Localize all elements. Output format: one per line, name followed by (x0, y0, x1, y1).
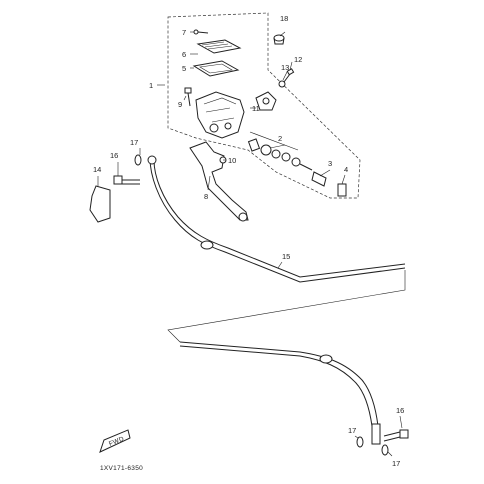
callout-17-lower-a: 17 (348, 426, 356, 435)
reservoir-plug (273, 34, 285, 45)
hose-break-line (167, 270, 406, 343)
lever-cover (89, 185, 111, 223)
callout-5: 5 (182, 64, 186, 73)
copper-washer-lower-b (381, 444, 389, 456)
callout-17-upper: 17 (130, 138, 138, 147)
mounting-bolt (184, 87, 192, 107)
callout-3: 3 (328, 159, 332, 168)
callout-18: 18 (280, 14, 288, 23)
callout-7: 7 (182, 28, 186, 37)
holder-bracket (255, 91, 277, 111)
callout-16-lower: 16 (396, 406, 404, 415)
union-bolt-lower (383, 429, 409, 442)
callout-16-upper: 16 (110, 151, 118, 160)
callout-6: 6 (182, 50, 186, 59)
copper-washer-upper (134, 154, 142, 166)
master-cylinder-body (195, 91, 245, 139)
fwd-arrow-icon: FWD (99, 429, 131, 453)
cap-screw (193, 29, 209, 35)
callout-4: 4 (344, 165, 348, 174)
clutch-hose-lower (179, 341, 381, 445)
clutch-switch (311, 171, 327, 187)
callout-9: 9 (178, 100, 182, 109)
drawing-code: 1XV171-6350 (100, 465, 143, 472)
union-bolt-upper (113, 175, 140, 185)
leader-lines (97, 31, 403, 457)
reservoir-cap (196, 39, 242, 54)
callout-8: 8 (204, 192, 208, 201)
assembly-boundary-dashed (167, 12, 361, 199)
callout-2: 2 (278, 134, 282, 143)
callout-11: 11 (252, 104, 260, 113)
piston-kit (247, 131, 313, 171)
callout-17-lower-b: 17 (392, 459, 400, 468)
switch-boot (337, 183, 347, 197)
callout-12: 12 (294, 55, 302, 64)
callout-13: 13 (281, 63, 289, 72)
bracket-screw (283, 68, 295, 83)
callout-15: 15 (282, 252, 290, 261)
copper-washer-lower-a (356, 436, 364, 448)
clutch-hose-upper (147, 155, 406, 283)
callout-1: 1 (149, 81, 153, 90)
washer-13 (278, 80, 286, 88)
callout-14: 14 (93, 165, 101, 174)
callout-10: 10 (228, 156, 236, 165)
reservoir-diaphragm (192, 60, 240, 77)
clutch-lever (189, 141, 249, 222)
